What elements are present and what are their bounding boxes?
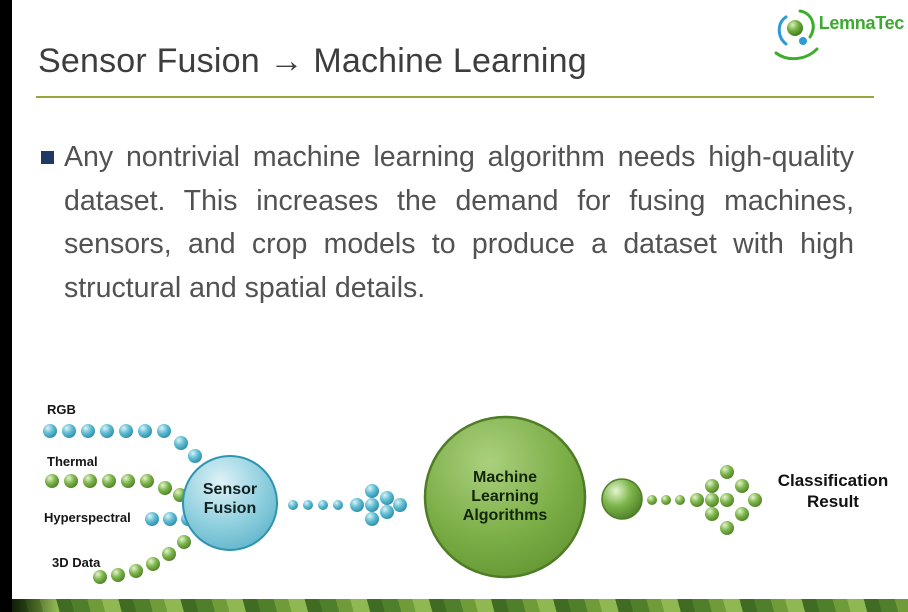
bullet-marker (41, 151, 54, 164)
input-label-3d-data: 3D Data (52, 555, 101, 570)
sensor-fusion-circle (182, 455, 278, 551)
sensor-fusion-diagram: RGB Thermal Hyperspectral 3D Data Sensor… (0, 388, 908, 600)
diagram-graphic (43, 415, 762, 584)
ml-circle (423, 415, 587, 579)
bullet-text: Any nontrivial machine learning algorith… (64, 141, 854, 304)
input-label-rgb: RGB (47, 402, 76, 417)
output-dot-arrow (647, 465, 762, 535)
thermal-dot-stream (45, 474, 187, 502)
3d-data-dot-stream (93, 535, 191, 584)
fusion-dot-arrow (288, 484, 407, 526)
input-label-thermal: Thermal (47, 454, 98, 469)
input-label-hyperspectral: Hyperspectral (44, 510, 131, 525)
lemnatec-logo-text: LemnaTec (818, 13, 905, 33)
machine-learning-label: Machine Learning Algorithms (462, 469, 548, 525)
bottom-photo-strip (12, 599, 908, 612)
lemnatec-logo-icon (774, 9, 819, 61)
title-divider (36, 96, 874, 98)
sensor-fusion-label: Sensor Fusion (202, 481, 258, 518)
classification-result-label: Classification Result (777, 471, 889, 512)
rgb-dot-stream (43, 424, 202, 463)
lemnatec-logo: LemnaTec (773, 6, 904, 64)
page-title: Sensor Fusion → Machine Learning (38, 42, 587, 80)
output-ball (601, 478, 643, 520)
letterbox-bar (0, 0, 12, 612)
